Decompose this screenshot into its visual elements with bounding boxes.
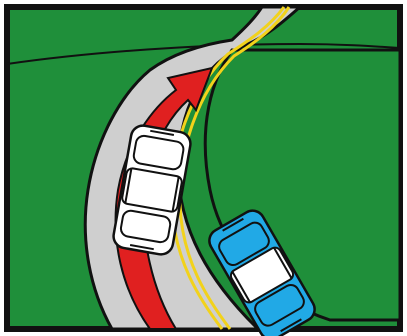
illustration-frame bbox=[0, 0, 407, 336]
road-scene-illustration bbox=[0, 0, 407, 336]
